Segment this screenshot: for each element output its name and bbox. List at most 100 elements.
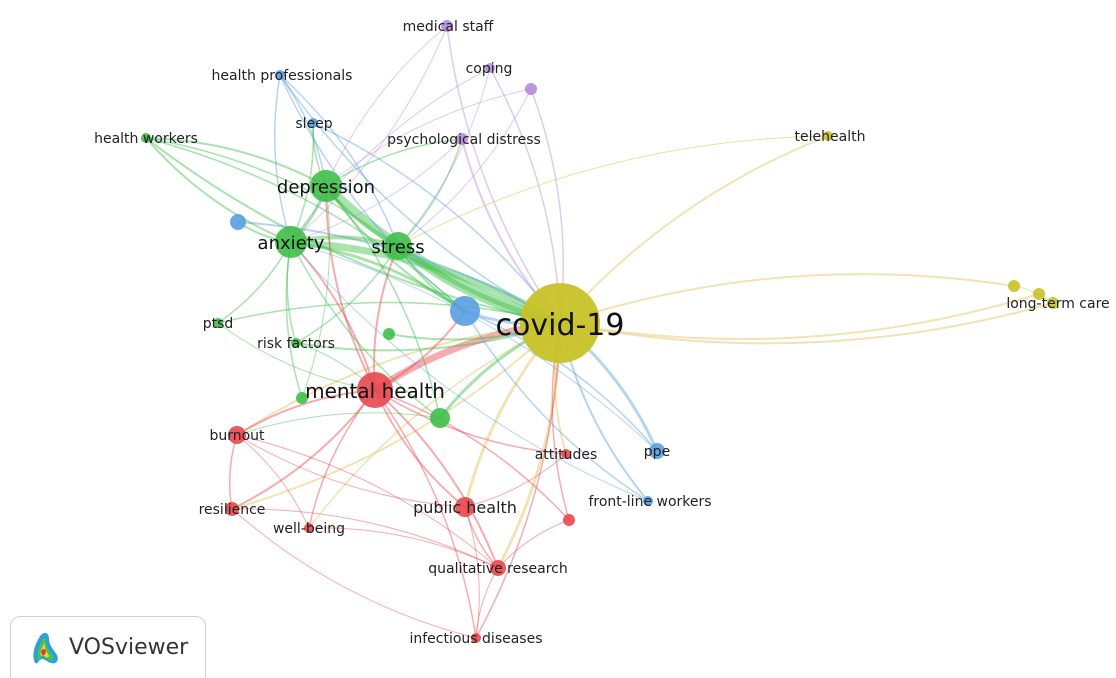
- link-mental-health-anxiety: [290, 241, 376, 391]
- label-resilience[interactable]: resilience: [199, 502, 266, 518]
- link-health-professionals-blue-unlabeled-1: [279, 74, 466, 312]
- link-covid-19-sleep: [312, 122, 561, 324]
- node-depression[interactable]: [310, 170, 342, 202]
- node-purple-unlabeled[interactable]: [525, 83, 537, 95]
- link-telehealth-stress: [397, 135, 829, 247]
- label-infectious-diseases[interactable]: infectious diseases: [409, 631, 542, 647]
- link-attitudes-public-health: [464, 453, 567, 508]
- label-stress[interactable]: stress: [371, 237, 424, 258]
- node-covid-19[interactable]: [520, 283, 600, 363]
- link-red-unlabeled-qualitative-research: [497, 519, 570, 569]
- label-telehealth[interactable]: telehealth: [795, 129, 866, 145]
- link-covid-19-medical-staff: [446, 25, 561, 324]
- node-infectious-diseases[interactable]: [471, 633, 481, 643]
- link-medical-staff-depression: [325, 25, 448, 187]
- label-health-professionals[interactable]: health professionals: [212, 68, 353, 84]
- label-ptsd[interactable]: ptsd: [203, 316, 234, 332]
- node-sleep[interactable]: [308, 118, 318, 128]
- link-burnout-well-being: [236, 434, 310, 529]
- label-public-health[interactable]: public health: [413, 498, 517, 517]
- link-purple-unlabeled-stress: [397, 88, 532, 247]
- link-stress-health-workers: [145, 137, 399, 247]
- label-qualitative-research[interactable]: qualitative research: [428, 561, 567, 577]
- node-public-health[interactable]: [455, 497, 475, 517]
- label-burnout[interactable]: burnout: [209, 428, 265, 444]
- node-blue-unlabeled-2[interactable]: [230, 214, 246, 230]
- link-burnout-resilience: [228, 434, 238, 510]
- link-psychological-distress-anxiety: [290, 138, 463, 243]
- link-resilience-qualitative-research: [231, 508, 499, 569]
- link-covid-19-infectious-diseases: [475, 322, 561, 639]
- link-mental-health-qualitative-research: [374, 389, 499, 569]
- node-health-professionals[interactable]: [275, 70, 285, 80]
- network-nodes: [141, 20, 1059, 643]
- node-attitudes[interactable]: [561, 449, 571, 459]
- node-medical-staff[interactable]: [441, 20, 453, 32]
- node-yellow-unlabeled-1[interactable]: [1008, 280, 1020, 292]
- label-front-line-workers[interactable]: front-line workers: [588, 494, 711, 510]
- label-risk-factors[interactable]: risk factors: [257, 336, 335, 352]
- link-covid-19-yellow-unlabeled-1: [559, 273, 1015, 324]
- link-depression-health-workers: [145, 137, 327, 187]
- link-well-being-qualitative-research: [308, 527, 499, 569]
- label-mental-health[interactable]: mental health: [305, 379, 445, 403]
- node-mental-health[interactable]: [357, 372, 393, 408]
- node-resilience[interactable]: [225, 502, 239, 516]
- node-front-line-workers[interactable]: [643, 496, 653, 506]
- node-ppe[interactable]: [649, 443, 665, 459]
- label-anxiety[interactable]: anxiety: [258, 233, 325, 254]
- label-depression[interactable]: depression: [277, 177, 375, 198]
- link-medical-staff-anxiety: [290, 25, 448, 243]
- label-coping[interactable]: coping: [466, 61, 513, 77]
- label-ppe[interactable]: ppe: [644, 444, 670, 460]
- brand-name: VOSviewer: [69, 635, 189, 660]
- link-mental-health-red-unlabeled: [374, 389, 570, 521]
- link-burnout-qualitative-research: [236, 434, 499, 569]
- link-green-unlabeled-2-anxiety: [290, 241, 441, 419]
- node-anxiety[interactable]: [275, 226, 307, 258]
- node-risk-factors[interactable]: [291, 338, 301, 348]
- node-stress[interactable]: [384, 232, 412, 260]
- link-green-unlabeled-3-anxiety: [285, 241, 303, 399]
- node-telehealth[interactable]: [823, 131, 833, 141]
- link-mental-health-attitudes: [374, 389, 567, 455]
- node-psychological-distress[interactable]: [456, 133, 468, 145]
- link-covid-19-ptsd: [217, 301, 561, 324]
- node-red-unlabeled[interactable]: [563, 514, 575, 526]
- link-covid-19-health-workers: [145, 137, 561, 324]
- label-covid-19[interactable]: covid-19: [496, 308, 625, 343]
- node-coping[interactable]: [485, 63, 495, 73]
- label-well-being[interactable]: well-being: [273, 521, 345, 537]
- link-covid-19-well-being: [308, 322, 561, 529]
- link-stress-risk-factors: [295, 245, 399, 344]
- link-covid-19-health-professionals: [279, 74, 561, 324]
- link-front-line-workers-blue-unlabeled-1: [464, 310, 649, 502]
- node-green-unlabeled-3[interactable]: [296, 392, 308, 404]
- node-ptsd[interactable]: [213, 318, 223, 328]
- link-burnout-public-health: [236, 434, 466, 508]
- node-yellow-unlabeled-2[interactable]: [1033, 288, 1045, 300]
- vosviewer-brand-badge: VOSviewer: [10, 616, 206, 678]
- link-ppe-blue-unlabeled-1: [464, 310, 658, 452]
- node-burnout[interactable]: [228, 426, 246, 444]
- node-long-term-care[interactable]: [1047, 297, 1059, 309]
- label-sleep[interactable]: sleep: [295, 116, 332, 132]
- link-front-line-workers-anxiety: [290, 241, 649, 502]
- label-psychological-distress[interactable]: psychological distress: [387, 132, 541, 148]
- label-health-workers[interactable]: health workers: [94, 131, 198, 147]
- node-qualitative-research[interactable]: [490, 560, 506, 576]
- node-blue-unlabeled-1[interactable]: [450, 296, 480, 326]
- link-covid-19-resilience: [231, 322, 561, 510]
- link-purple-unlabeled-depression: [325, 88, 532, 187]
- label-long-term-care[interactable]: long-term care: [1006, 296, 1109, 312]
- label-medical-staff[interactable]: medical staff: [403, 19, 494, 35]
- link-stress-psychological-distress: [397, 138, 463, 247]
- node-well-being[interactable]: [304, 523, 314, 533]
- label-attitudes[interactable]: attitudes: [535, 447, 598, 463]
- node-health-workers[interactable]: [141, 133, 151, 143]
- link-mental-health-resilience: [231, 389, 376, 510]
- node-green-unlabeled-1[interactable]: [383, 328, 395, 340]
- link-depression-blue-unlabeled-1: [325, 185, 466, 312]
- node-green-unlabeled-2[interactable]: [430, 408, 450, 428]
